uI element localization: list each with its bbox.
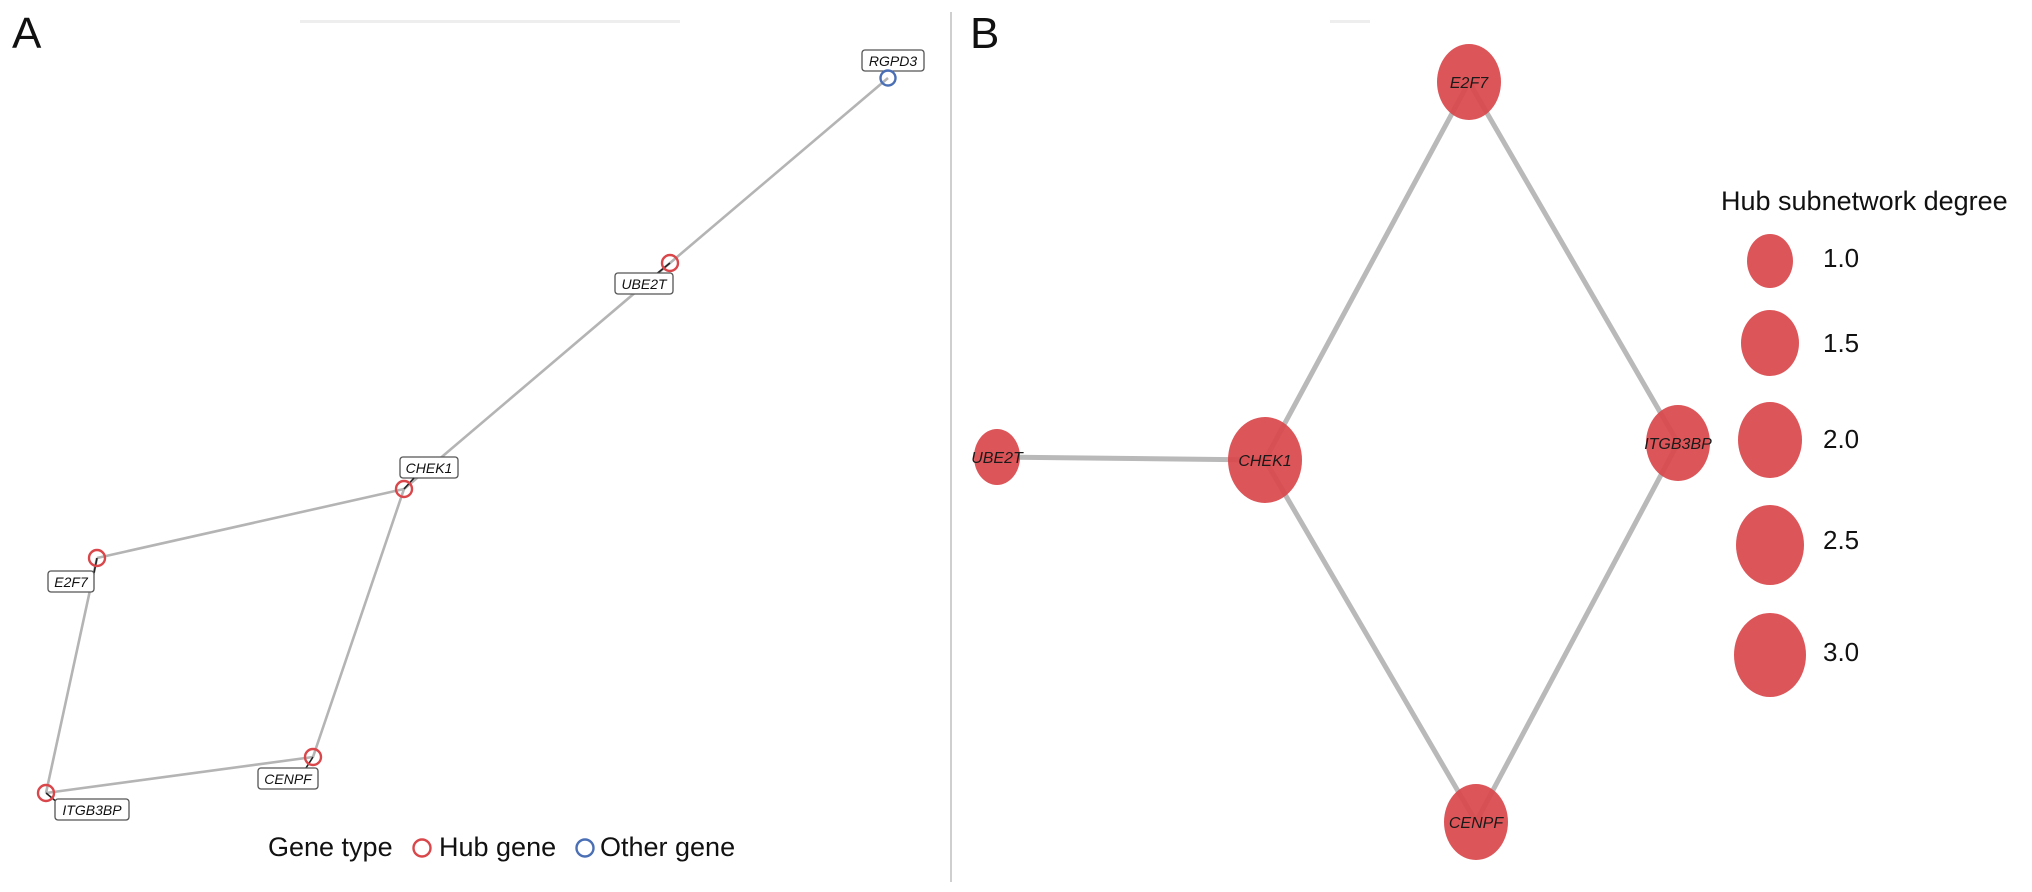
node-b-chek1-circle xyxy=(1228,417,1302,503)
node-b-chek1-label: CHEK1 xyxy=(1238,453,1291,470)
edge-b-ube2t-chek1 xyxy=(996,454,1266,463)
legend-hub-label: Hub gene xyxy=(439,832,556,862)
degree-legend-swatch-4 xyxy=(1736,505,1804,585)
node-b-e2f7-label: E2F7 xyxy=(1450,75,1489,92)
node-b-ube2t-circle xyxy=(974,429,1020,485)
node-e2f7-label-box xyxy=(47,570,95,593)
node-b-e2f7: E2F7 xyxy=(1437,44,1501,120)
panel-b-letter: B xyxy=(970,9,999,58)
node-b-itgb3bp-circle xyxy=(1646,405,1710,481)
edge-e2f7-itgb3bp xyxy=(44,557,99,794)
node-b-itgb3bp: ITGB3BP xyxy=(1644,405,1712,481)
node-b-cenpf-label: CENPF xyxy=(1449,815,1504,832)
legend-title: Gene type xyxy=(268,832,393,862)
node-itgb3bp-label: ITGB3BP xyxy=(62,802,122,818)
node-rgpd3: RGPD3 xyxy=(861,49,925,87)
degree-legend-swatch-1 xyxy=(1747,234,1793,288)
degree-legend-swatch-3 xyxy=(1738,402,1802,478)
panel-b: B E2F7 UBE2T CHEK1 ITGB3BP xyxy=(970,9,2008,860)
node-b-cenpf: CENPF xyxy=(1444,784,1508,860)
panel-a-letter: A xyxy=(12,9,42,58)
node-chek1-label: CHEK1 xyxy=(406,460,453,476)
panel-a-legend: Gene type Hub gene Other gene xyxy=(268,832,735,862)
node-cenpf: CENPF xyxy=(257,747,323,790)
node-b-e2f7-circle xyxy=(1437,44,1501,120)
panel-a-edges xyxy=(44,77,889,795)
node-ube2t-label-box xyxy=(614,272,674,295)
node-cenpf-circle xyxy=(303,747,323,767)
node-b-ube2t-label: UBE2T xyxy=(971,450,1024,467)
node-e2f7: E2F7 xyxy=(47,548,107,593)
node-b-ube2t: UBE2T xyxy=(971,429,1024,485)
node-rgpd3-circle xyxy=(879,69,897,87)
degree-legend-label-3: 2.0 xyxy=(1823,424,1859,454)
node-ube2t: UBE2T xyxy=(614,253,680,295)
edge-rgpd3-ube2t xyxy=(669,77,889,264)
panel-a: A RGPD3 UBE2T CHEK1 xyxy=(12,9,925,862)
edge-cenpf-itgb3bp xyxy=(45,755,314,795)
edge-chek1-e2f7 xyxy=(96,487,405,560)
node-chek1: CHEK1 xyxy=(394,456,459,499)
degree-legend-label-1: 1.0 xyxy=(1823,243,1859,273)
edge-ube2t-chek1 xyxy=(403,262,671,490)
edge-chek1-cenpf xyxy=(311,488,406,758)
edge-b-chek1-cenpf xyxy=(1262,458,1479,824)
node-chek1-label-box xyxy=(399,456,459,479)
degree-legend-title: Hub subnetwork degree xyxy=(1721,186,2008,216)
panel-b-edges xyxy=(996,80,1681,824)
edge-b-chek1-e2f7 xyxy=(1262,80,1472,462)
node-itgb3bp: ITGB3BP xyxy=(36,783,130,821)
degree-legend-label-4: 2.5 xyxy=(1823,525,1859,555)
node-cenpf-pointer xyxy=(305,756,314,769)
node-b-chek1: CHEK1 xyxy=(1228,417,1302,503)
degree-legend-swatch-5 xyxy=(1734,613,1806,697)
node-e2f7-label: E2F7 xyxy=(54,574,89,590)
node-b-cenpf-circle xyxy=(1444,784,1508,860)
node-ube2t-label: UBE2T xyxy=(621,276,668,292)
panel-b-legend: Hub subnetwork degree 1.0 1.5 2.0 2.5 3.… xyxy=(1721,186,2008,697)
node-cenpf-label-box xyxy=(257,767,319,790)
legend-hub-swatch xyxy=(412,838,432,858)
node-rgpd3-label: RGPD3 xyxy=(869,53,917,69)
faint-header-marks xyxy=(300,20,1370,23)
degree-legend-label-2: 1.5 xyxy=(1823,328,1859,358)
legend-other-swatch xyxy=(575,838,595,858)
node-itgb3bp-label-box xyxy=(54,798,130,821)
legend-other-label: Other gene xyxy=(600,832,735,862)
node-chek1-circle xyxy=(394,479,414,499)
panel-b-nodes: E2F7 UBE2T CHEK1 ITGB3BP CENPF xyxy=(971,44,1712,860)
node-e2f7-circle xyxy=(87,548,107,568)
degree-legend-label-5: 3.0 xyxy=(1823,637,1859,667)
node-cenpf-label: CENPF xyxy=(264,771,313,787)
edge-b-e2f7-itgb3bp xyxy=(1466,80,1681,445)
degree-legend-swatch-2 xyxy=(1741,310,1799,376)
node-ube2t-circle xyxy=(660,253,680,273)
node-b-itgb3bp-label: ITGB3BP xyxy=(1644,436,1712,453)
node-itgb3bp-circle xyxy=(36,783,56,803)
edge-b-cenpf-itgb3bp xyxy=(1473,441,1681,824)
